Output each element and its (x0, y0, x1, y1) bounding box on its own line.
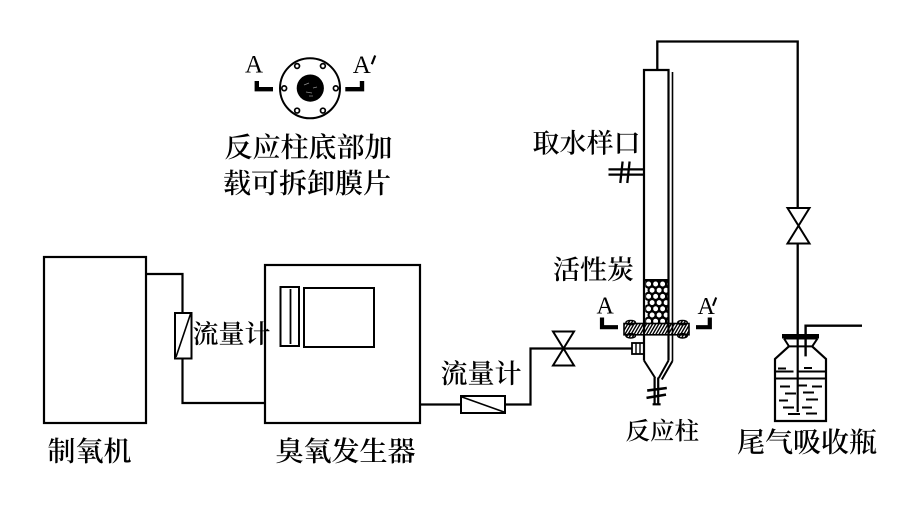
svg-text:A: A (245, 51, 263, 78)
svg-text:A: A (597, 294, 615, 320)
svg-text:A: A (698, 294, 716, 320)
svg-text:A: A (353, 52, 371, 79)
